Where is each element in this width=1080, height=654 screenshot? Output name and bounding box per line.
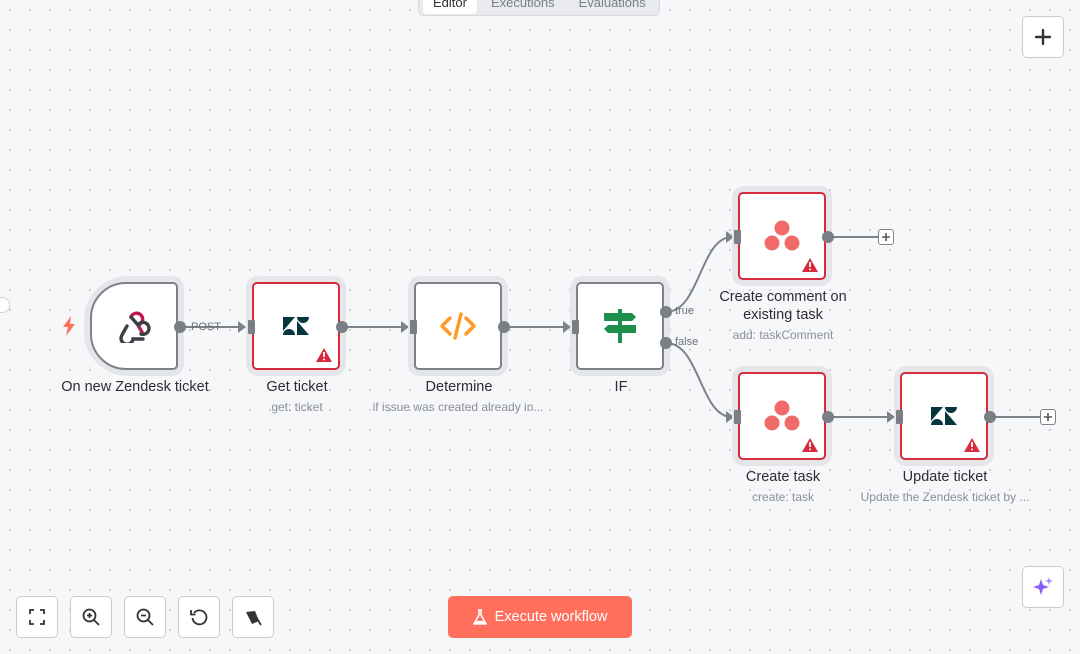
zoom-out-icon: [136, 608, 154, 626]
warning-icon: [964, 438, 980, 452]
warning-icon: [316, 348, 332, 362]
node-create-comment[interactable]: [732, 186, 832, 286]
if-title: IF: [614, 379, 628, 395]
create-comment-output-handle[interactable]: [822, 231, 834, 243]
node-determine[interactable]: [408, 276, 508, 376]
broom-icon: [246, 611, 262, 626]
create-task-input-handle[interactable]: [734, 410, 741, 424]
asana-icon: [764, 220, 800, 251]
webhook-icon: [119, 311, 151, 343]
plus-icon: [1035, 29, 1051, 45]
if-false-handle[interactable]: [660, 337, 672, 349]
create-comment-subtitle: add: taskComment: [732, 328, 834, 342]
add-node-button[interactable]: [1022, 16, 1064, 58]
plus-icon: [1044, 413, 1052, 421]
create-comment-title: Create comment on existing task: [719, 289, 847, 323]
update-ticket-input-handle[interactable]: [896, 410, 903, 424]
execute-workflow-button[interactable]: Execute workflow: [448, 596, 632, 638]
node-trigger[interactable]: [84, 276, 184, 376]
update-ticket-title: Update ticket: [902, 469, 988, 485]
sparkles-icon: [1033, 577, 1053, 595]
trigger-title: On new Zendesk ticket: [61, 379, 209, 395]
tab-editor[interactable]: Editor: [423, 0, 477, 14]
trigger-output-handle[interactable]: [174, 321, 186, 333]
determine-subtitle: if issue was created already in...: [372, 400, 544, 414]
tidy-up-button[interactable]: [232, 596, 274, 638]
if-true-handle[interactable]: [660, 306, 672, 318]
node-get-ticket[interactable]: [246, 276, 346, 376]
warning-icon: [802, 258, 818, 272]
if-input-handle[interactable]: [572, 320, 579, 334]
edge-if-create-comment: [665, 236, 733, 313]
create-task-title: Create task: [745, 469, 821, 485]
zoom-out-button[interactable]: [124, 596, 166, 638]
node-update-ticket[interactable]: [894, 366, 994, 466]
determine-title: Determine: [425, 379, 493, 395]
create-comment-input-handle[interactable]: [734, 230, 741, 244]
tab-executions[interactable]: Executions: [490, 0, 555, 10]
lightning-icon: [63, 316, 75, 336]
get-ticket-output-handle[interactable]: [336, 321, 348, 333]
view-tabs: Editor Executions Evaluations: [418, 0, 660, 16]
signpost-icon: [604, 309, 636, 343]
update-ticket-subtitle: Update the Zendesk ticket by ...: [860, 490, 1030, 504]
plus-icon: [882, 233, 890, 241]
edge-label-true: true: [675, 305, 694, 317]
tab-evaluations[interactable]: Evaluations: [578, 0, 646, 10]
code-icon: [440, 312, 476, 340]
node-if[interactable]: [570, 276, 670, 376]
zoom-in-icon: [82, 608, 100, 626]
create-task-output-handle[interactable]: [822, 411, 834, 423]
fit-view-button[interactable]: [16, 596, 58, 638]
fullscreen-icon: [29, 609, 45, 625]
get-ticket-title: Get ticket: [266, 379, 328, 395]
create-comment-add-button[interactable]: [878, 229, 894, 245]
update-ticket-output-handle[interactable]: [984, 411, 996, 423]
reset-zoom-button[interactable]: [178, 596, 220, 638]
asana-icon: [764, 400, 800, 431]
determine-input-handle[interactable]: [410, 320, 417, 334]
determine-output-handle[interactable]: [498, 321, 510, 333]
edge-label-false: false: [675, 336, 699, 348]
flask-icon: [472, 609, 487, 625]
edge-if-create-task: [665, 342, 733, 418]
warning-icon: [802, 438, 818, 452]
zendesk-icon: [283, 317, 309, 335]
zendesk-icon: [931, 407, 957, 425]
update-ticket-add-button[interactable]: [1040, 409, 1056, 425]
undo-icon: [190, 609, 208, 626]
execute-workflow-label: Execute workflow: [494, 609, 608, 625]
zoom-in-button[interactable]: [70, 596, 112, 638]
edge-label-post: POST: [191, 321, 221, 333]
node-create-task[interactable]: [732, 366, 832, 466]
get-ticket-input-handle[interactable]: [248, 320, 255, 334]
ai-assistant-button[interactable]: [1022, 566, 1064, 608]
